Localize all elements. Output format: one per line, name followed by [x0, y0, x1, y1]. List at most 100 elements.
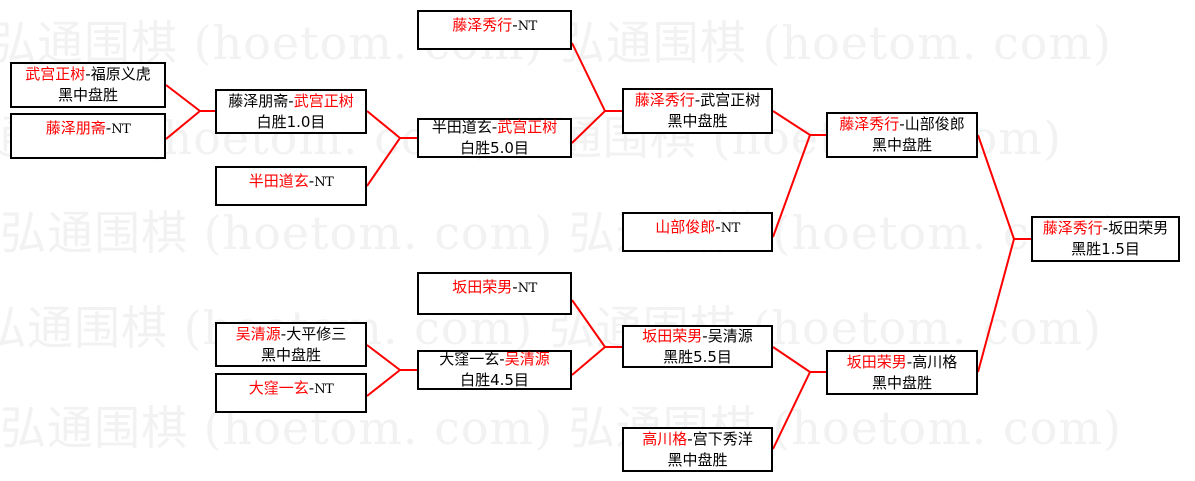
- player-separator: -: [899, 115, 905, 133]
- match-result: 黑中盘胜: [871, 373, 932, 392]
- player-separator: -: [308, 172, 315, 190]
- winner-name: 吴清源: [504, 350, 550, 368]
- winner-name: 山部俊郎: [655, 218, 716, 236]
- link-r3m1-to-r4m1: [571, 110, 606, 144]
- match-final-fujisawa-sakata[interactable]: 藤泽秀行-坂田荣男黑胜1.5目: [1031, 216, 1180, 262]
- match-players: 半田道玄-武宫正树: [432, 117, 557, 138]
- bye-label: NT: [314, 382, 334, 397]
- match-sakata-takagawa[interactable]: 坂田荣男-高川格黑中盘胜: [826, 350, 978, 395]
- player-separator: -: [308, 379, 315, 397]
- link-r1m2-to-r2m1: [165, 110, 201, 140]
- bye-label: NT: [720, 221, 741, 236]
- player-separator: -: [491, 118, 498, 136]
- winner-name: 藤泽秀行: [634, 91, 695, 109]
- player-separator: -: [1102, 219, 1109, 237]
- winner-name: 坂田荣男: [642, 326, 703, 345]
- match-takemiya-fukuhara[interactable]: 武宫正树-福原义虎黑中盘胜: [10, 62, 166, 108]
- match-players: 藤泽朋斋-NT: [45, 118, 131, 140]
- loser-name: 武宫正树: [700, 91, 761, 109]
- link-b3m0-to-b4m1: [571, 299, 622, 348]
- winner-name: 武宫正树: [497, 118, 558, 136]
- match-players: 山部俊郎-NT: [655, 217, 741, 239]
- match-result: 黑中盘胜: [667, 112, 728, 130]
- match-players: 坂田荣男-吴清源: [642, 326, 752, 347]
- match-fujisawa-shuko-yamabe[interactable]: 藤泽秀行-山部俊郎黑中盘胜: [826, 112, 978, 158]
- player-separator: -: [499, 350, 505, 368]
- link-r3m0-to-r4m1: [571, 42, 622, 112]
- match-result: 黑胜1.5目: [1071, 240, 1140, 258]
- match-result: 白胜1.0目: [256, 112, 326, 131]
- loser-name: 坂田荣男: [1108, 219, 1169, 237]
- player-separator: -: [85, 65, 91, 83]
- bye-label: NT: [517, 19, 538, 34]
- match-players: 大窪一玄-NT: [248, 378, 334, 400]
- player-separator: -: [512, 16, 518, 34]
- player-separator: -: [906, 352, 913, 371]
- match-result: 白胜4.5目: [460, 371, 529, 389]
- match-okubo-go-seigen[interactable]: 大窪一玄-吴清源白胜4.5目: [417, 350, 572, 390]
- match-players: 半田道玄-NT: [248, 171, 334, 193]
- bye-label: NT: [517, 281, 538, 296]
- loser-name: 半田道玄: [431, 118, 492, 136]
- winner-name: 坂田荣男: [452, 278, 513, 296]
- match-fujisawa-hosai-takemiya[interactable]: 藤泽朋斋-武宫正树白胜1.0目: [215, 89, 367, 134]
- winner-name: 藤泽秀行: [839, 115, 900, 133]
- link-b4m1-to-b5m1: [772, 346, 826, 373]
- winner-name: 半田道玄: [248, 172, 309, 190]
- player-separator: -: [702, 326, 708, 345]
- link-r2m1-to-r3m1: [366, 110, 417, 139]
- match-yamabe-bye[interactable]: 山部俊郎-NT: [622, 212, 773, 252]
- match-result: 白胜5.0目: [460, 139, 529, 157]
- match-players: 武宫正树-福原义虎: [25, 64, 150, 85]
- match-fujisawa-shuko-takemiya[interactable]: 藤泽秀行-武宫正树黑中盘胜: [622, 88, 773, 134]
- match-players: 坂田荣男-高川格: [847, 352, 957, 373]
- link-b5m1-to-final: [977, 238, 1015, 373]
- player-separator: -: [280, 324, 287, 343]
- match-players: 坂田荣男-NT: [452, 277, 538, 299]
- player-separator: -: [512, 278, 518, 296]
- match-takagawa-miyashita[interactable]: 高川格-宫下秀洋黑中盘胜: [622, 427, 773, 472]
- link-r4m1-to-r5m1: [772, 110, 826, 136]
- link-r1m1-to-r2m1: [165, 84, 215, 112]
- player-separator: -: [105, 119, 112, 137]
- link-b1m2-to-b2m1: [366, 369, 401, 397]
- match-players: 大窪一玄-吴清源: [439, 349, 549, 370]
- match-fujisawa-shuko-bye[interactable]: 藤泽秀行-NT: [417, 10, 572, 50]
- match-players: 藤泽秀行-NT: [452, 15, 538, 37]
- match-go-seigen-ohira[interactable]: 吴清源-大平修三黑中盘胜: [215, 322, 367, 367]
- match-players: 藤泽秀行-武宫正树: [635, 90, 760, 111]
- match-handa-dogen-bye[interactable]: 半田道玄-NT: [215, 166, 367, 206]
- watermark-row: 弘通围棋 (hoetom. com) 弘通围棋 (hoetom. com): [0, 206, 1122, 260]
- link-b4m2-to-b5m1: [772, 371, 811, 450]
- match-result: 黑中盘胜: [260, 345, 321, 364]
- winner-name: 武宫正树: [25, 65, 86, 83]
- match-sakata-go-seigen[interactable]: 坂田荣男-吴清源黑胜5.5目: [622, 325, 773, 368]
- link-r5m1-to-final: [977, 134, 1031, 240]
- match-result: 黑中盘胜: [57, 86, 118, 104]
- loser-name: 吴清源: [707, 326, 753, 345]
- match-handa-takemiya[interactable]: 半田道玄-武宫正树白胜5.0目: [417, 118, 572, 158]
- player-separator: -: [288, 91, 294, 110]
- winner-name: 武宫正树: [293, 91, 354, 110]
- winner-name: 吴清源: [235, 324, 281, 343]
- match-okubo-bye[interactable]: 大窪一玄-NT: [215, 373, 367, 413]
- winner-name: 藤泽朋斋: [45, 119, 106, 137]
- loser-name: 福原义虎: [90, 65, 151, 83]
- winner-name: 高川格: [642, 429, 688, 448]
- player-separator: -: [715, 218, 721, 236]
- player-separator: -: [694, 91, 701, 109]
- match-result: 黑中盘胜: [667, 450, 728, 469]
- match-players: 藤泽秀行-山部俊郎: [839, 114, 964, 135]
- watermark-row: 弘通围棋 (hoetom. com) 弘通围棋 (hoetom. com): [0, 401, 1122, 455]
- player-separator: -: [687, 429, 693, 448]
- match-sakata-bye[interactable]: 坂田荣男-NT: [417, 272, 572, 315]
- match-players: 藤泽秀行-坂田荣男: [1043, 218, 1168, 239]
- link-r2m2-to-r3m1: [366, 137, 401, 187]
- match-fujisawa-hosai-bye[interactable]: 藤泽朋斋-NT: [10, 113, 166, 159]
- loser-name: 大平修三: [286, 324, 347, 343]
- winner-name: 大窪一玄: [248, 379, 309, 397]
- winner-name: 藤泽秀行: [1042, 219, 1103, 237]
